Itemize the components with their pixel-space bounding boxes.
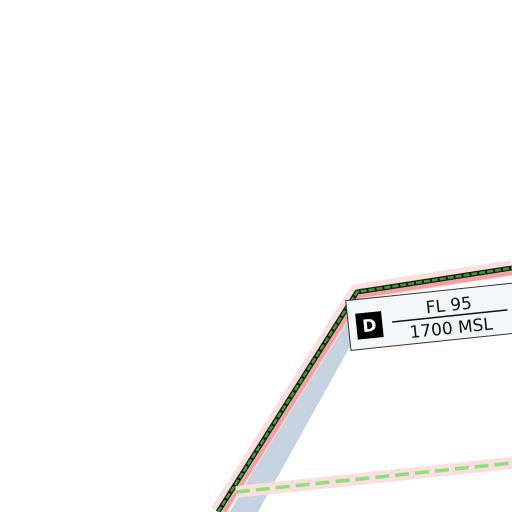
airspace-label[interactable]: D FL 95 1700 MSL bbox=[345, 282, 512, 351]
lower-boundary-dashed-line bbox=[235, 461, 512, 494]
class-badge bbox=[355, 311, 384, 340]
airspace-label-box bbox=[345, 282, 512, 351]
class-letter: D bbox=[361, 316, 377, 337]
altitude-divider bbox=[392, 309, 508, 323]
airspace-shaded-band bbox=[230, 312, 362, 512]
airspace-boundary-line bbox=[216, 266, 512, 512]
airspace-boundary-red-edge bbox=[222, 271, 512, 512]
